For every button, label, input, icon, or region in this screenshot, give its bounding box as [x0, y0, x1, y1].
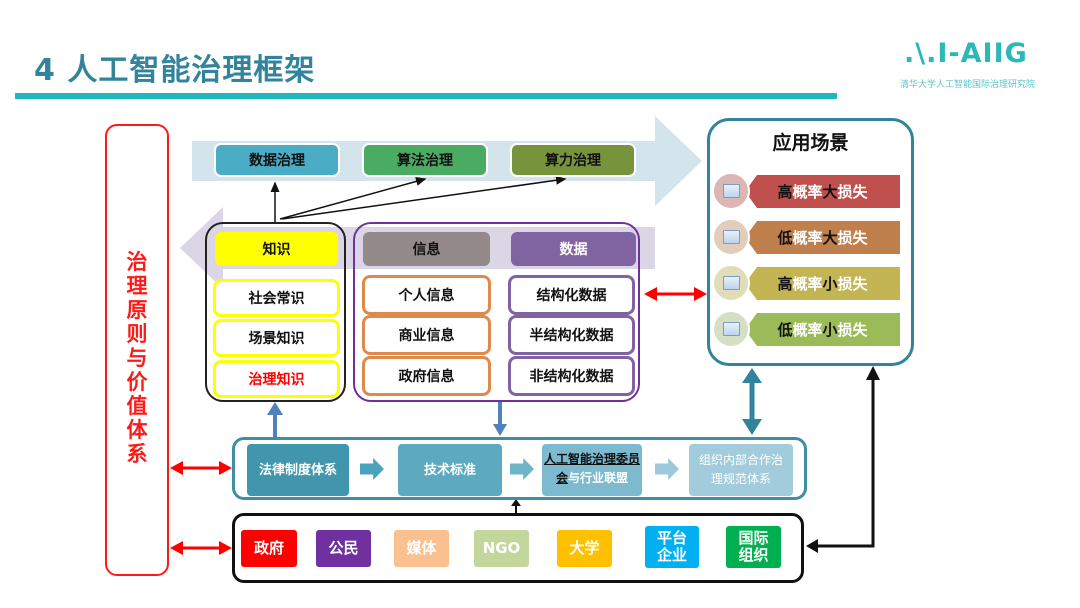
scenario-item: 低概率大损失 [745, 221, 900, 254]
principles-frame [105, 124, 169, 576]
governance-item: 数据治理 [214, 143, 340, 177]
knowledge-item: 社会常识 [213, 279, 340, 317]
alliance-label: 与行业联盟 [568, 471, 629, 485]
red-arrow-left-head [644, 287, 657, 301]
knowledge-header: 知识 [215, 232, 338, 266]
actor-item: 公民 [316, 530, 371, 567]
scenario-text-part: 低 [777, 229, 793, 247]
arrow-down-from-data [493, 424, 507, 436]
scenario-text-part: 损失 [837, 229, 868, 247]
data-item: 半结构化数据 [508, 315, 635, 355]
scenario-text-part: 损失 [837, 183, 868, 201]
scenarios-frame [707, 118, 914, 366]
scenario-text-part: 概率 [792, 183, 823, 201]
scenario-image-placeholder [712, 172, 750, 210]
flow-arrow-icon [510, 458, 534, 480]
actors-to-scenarios-connector [815, 378, 875, 548]
logo-subtitle: 清华大学人工智能国际治理研究院 [900, 80, 1036, 90]
flow-arrow-icon [655, 458, 679, 480]
standards-group [232, 437, 807, 500]
standards-item: 组织内部合作治理规范体系 [689, 444, 793, 496]
scenario-text-part: 高 [777, 275, 793, 293]
governance-item: 算法治理 [362, 143, 488, 177]
information-item: 个人信息 [362, 275, 491, 315]
scenario-item: 高概率大损失 [745, 175, 900, 208]
image-icon [722, 276, 740, 290]
scenario-text-part: 损失 [837, 321, 868, 339]
red-arrow-right-head [694, 287, 707, 301]
principles-label: 治理原则与价值体系 [126, 250, 148, 466]
arrow-to-compute-governance [281, 175, 567, 220]
data-item: 结构化数据 [508, 275, 635, 315]
aiig-logo: .\.I-AIIG [904, 38, 1028, 69]
info-data-group [353, 222, 640, 402]
scenario-text-part: 小 [822, 321, 838, 339]
actors-group [232, 513, 804, 583]
scenario-image-placeholder [712, 310, 750, 348]
data-header: 数据 [511, 232, 636, 266]
actor-item: NGO [474, 530, 529, 567]
information-item: 商业信息 [362, 315, 491, 355]
teal-arrow-down-head [742, 419, 762, 435]
image-icon [722, 230, 740, 244]
information-item: 政府信息 [362, 356, 491, 396]
knowledge-item: 治理知识 [213, 360, 340, 398]
scenario-text-part: 大 [822, 183, 838, 201]
data-item: 非结构化数据 [508, 356, 635, 396]
governance-item: 算力治理 [510, 143, 636, 177]
actor-item: 媒体 [394, 530, 449, 567]
actor-item: 政府 [241, 530, 297, 567]
image-icon [722, 322, 740, 336]
scenario-item: 高概率小损失 [745, 267, 900, 300]
scenarios-title: 应用场景 [772, 132, 849, 154]
scenario-text-part: 概率 [792, 321, 823, 339]
standards-item: 法律制度体系 [247, 444, 349, 496]
page-title: 4 人工智能治理框架 [34, 53, 316, 88]
arrow-to-algorithm-governance [279, 177, 427, 220]
scenario-text-part: 损失 [837, 275, 868, 293]
scenario-text-part: 概率 [792, 275, 823, 293]
scenario-text-part: 低 [777, 321, 793, 339]
knowledge-item: 场景知识 [213, 319, 340, 357]
scenario-text-part: 概率 [792, 229, 823, 247]
standards-item: 人工智能治理委员会与行业联盟 [542, 444, 642, 496]
actor-item: 大学 [557, 530, 612, 567]
title-underline [15, 93, 837, 99]
scenario-image-placeholder [712, 264, 750, 302]
teal-arrow-up-head [742, 368, 762, 383]
standards-item: 技术标准 [398, 444, 502, 496]
scenario-text-part: 高 [777, 183, 793, 201]
flow-arrow-icon [360, 458, 384, 480]
committee-label: 人工智能治理委员会 [543, 452, 640, 485]
scenario-item: 低概率小损失 [745, 313, 900, 346]
arrow-up-to-knowledge [267, 402, 283, 415]
actor-item: 国际 组织 [726, 526, 781, 568]
actor-item: 平台 企业 [645, 526, 699, 568]
image-icon [722, 184, 740, 198]
information-header: 信息 [363, 232, 490, 266]
scenario-image-placeholder [712, 218, 750, 256]
scenario-text-part: 小 [822, 275, 838, 293]
scenario-text-part: 大 [822, 229, 838, 247]
knowledge-group [205, 222, 346, 402]
